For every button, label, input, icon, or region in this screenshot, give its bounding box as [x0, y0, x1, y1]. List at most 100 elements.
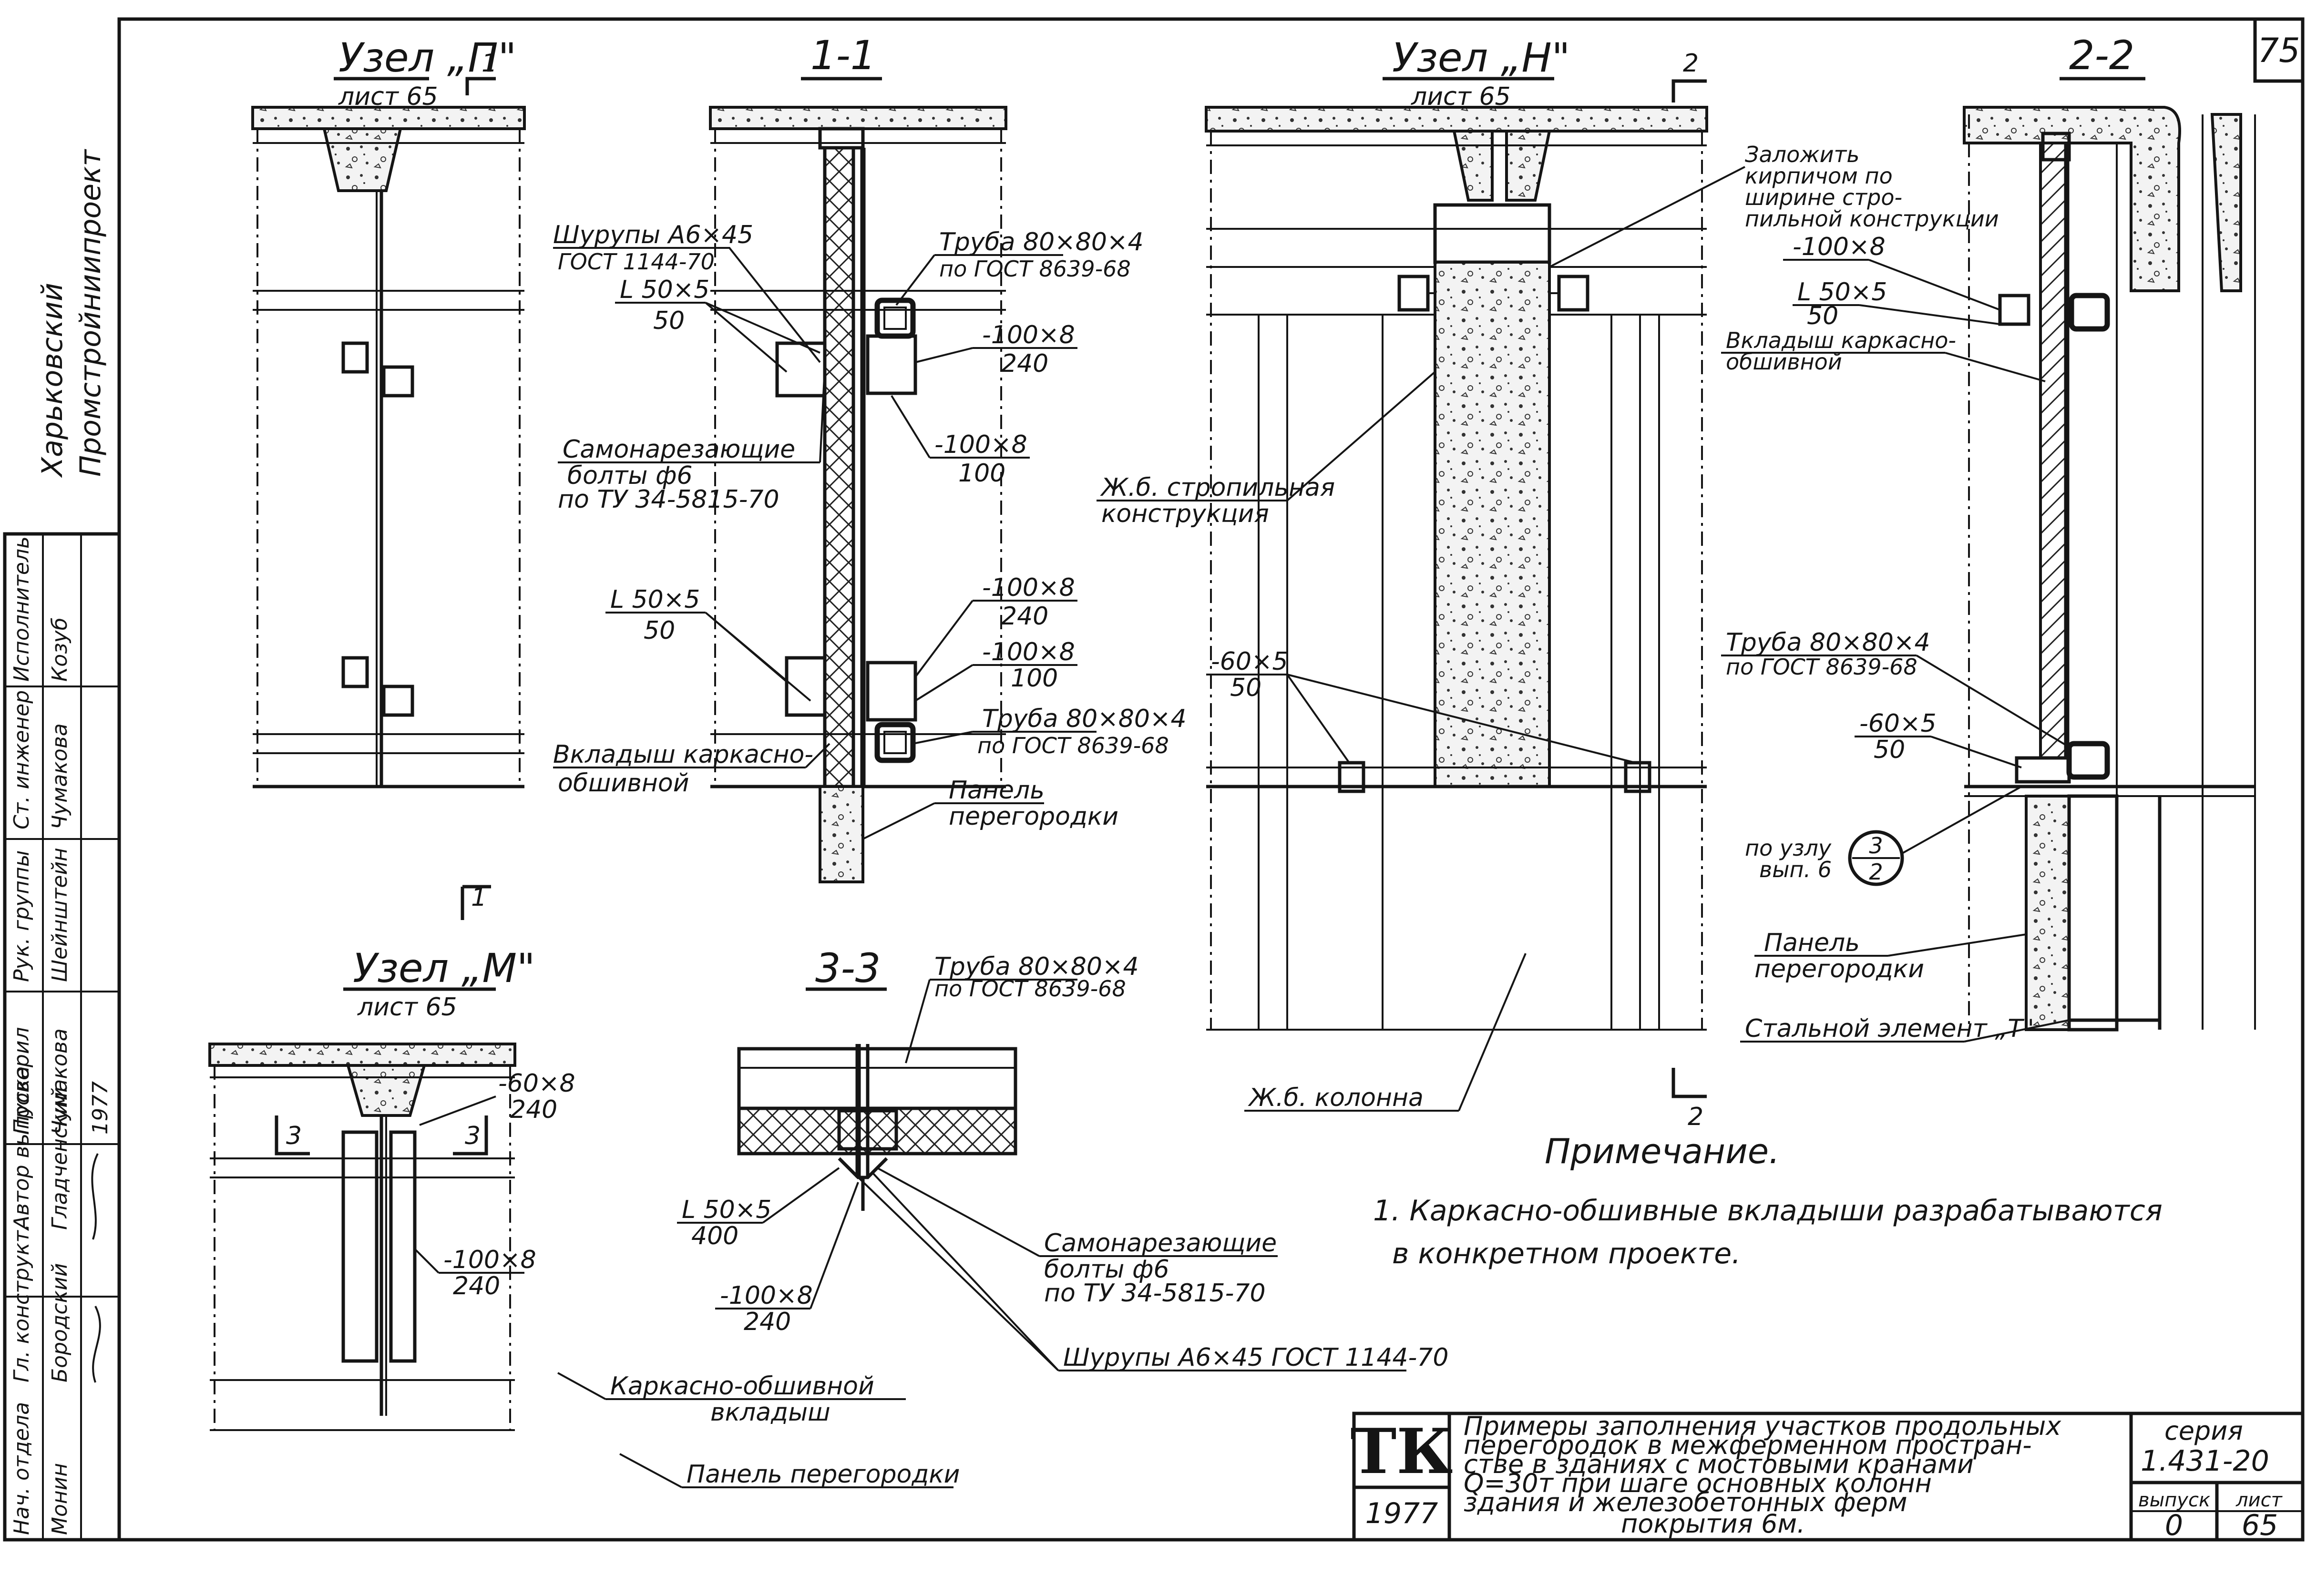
section-2-2-title: 2-2	[2069, 32, 2134, 79]
title-year: 1977	[1365, 1497, 1438, 1530]
ref-label: по узлу	[1745, 835, 1832, 861]
plate-c-len: 240	[1001, 602, 1048, 631]
insert-label-2: обшивной	[558, 769, 689, 798]
brick-label-4: пильной конструкции	[1745, 206, 1999, 232]
tube-bot-label: Труба 80×80×4	[982, 705, 1187, 733]
angle-3-label: L 50×5	[682, 1196, 771, 1224]
plate-m-top-label: -60×8	[498, 1069, 575, 1098]
node-n-view: Узел „Н" лист 65 2 Заложить кирпичом по	[1097, 34, 1999, 1131]
tube-top-label: Труба 80×80×4	[939, 228, 1144, 256]
node-n-title: Узел „Н"	[1392, 34, 1570, 81]
screws-label: Шурупы А6×45	[553, 221, 753, 249]
plate-b-len: 100	[958, 459, 1005, 488]
panel-2-label-2: перегородки	[1754, 955, 1924, 983]
plate-c-label: -100×8	[982, 573, 1075, 602]
tube-bot-gost: по ГОСТ 8639-68	[977, 733, 1169, 758]
plate-2-bot-label: -60×5	[1859, 709, 1937, 738]
title-logo: ТК	[1351, 1415, 1453, 1488]
insert-2-label-2: обшивной	[1726, 349, 1842, 375]
bolts-label-3: по ТУ 34-5815-70	[558, 485, 779, 514]
title-line-6: покрытия 6м.	[1621, 1509, 1805, 1539]
node-m-cut-right: 3	[465, 1122, 481, 1150]
bolts-label-2: болты ф6	[567, 461, 693, 490]
insert-m-label-2: вкладыш	[710, 1398, 830, 1427]
panel-2-label: Панель	[1764, 929, 1860, 957]
issue-value: 0	[2165, 1509, 2183, 1542]
plate-a-len: 240	[1001, 349, 1048, 378]
stamp-name-2: Бородский	[48, 1263, 72, 1382]
column-n	[1434, 261, 1551, 788]
tube-2-label: Труба 80×80×4	[1726, 628, 1930, 657]
plate-d-len: 100	[1011, 664, 1058, 693]
notes-heading: Примечание.	[1545, 1131, 1780, 1171]
title-line-4: Q=30т при шаге основных колонн	[1464, 1468, 1932, 1498]
node-m-view: Узел „М" лист 65 3 3 -60×8 240 -100×8 24…	[208, 945, 960, 1489]
notes: Примечание. 1. Каркасно-обшивные вкладыш…	[1373, 1131, 2163, 1270]
stamp-role-3: Автор выпуска	[10, 1066, 34, 1231]
panel-label: Панель	[949, 776, 1045, 805]
tube-3-label: Труба 80×80×4	[934, 952, 1139, 981]
tube-bottom	[874, 722, 916, 763]
plate-m-top-len: 240	[510, 1095, 557, 1124]
tee-label: Стальной элемент „Т"	[1745, 1014, 2034, 1043]
angle-top-len: 50	[653, 307, 685, 335]
section-3-3-title: 3-3	[815, 945, 881, 992]
stamp-name-7: Чумакова	[48, 1028, 72, 1135]
stamp-role-7: Проверил	[10, 1027, 34, 1135]
ref-num: 3	[1869, 833, 1883, 859]
stamp-signatures	[91, 1153, 101, 1383]
section-1-1-view: 1-1 Шурупы А6×45 ГОСТ 1144-70 L 50×5 50 …	[553, 32, 1187, 883]
stamp-name-3: Гладченский	[48, 1087, 72, 1230]
screws-gost-label: ГОСТ 1144-70	[558, 249, 715, 275]
plate-2-bot-len: 50	[1874, 736, 1905, 764]
panel-m-label: Панель перегородки	[687, 1460, 960, 1489]
org-line-1: Харьковский	[36, 283, 69, 478]
tube-3-gost: по ГОСТ 8639-68	[934, 976, 1126, 1002]
angle-bot-len: 50	[644, 616, 675, 645]
plate-3-len: 240	[744, 1308, 791, 1336]
brick-label: Заложить	[1745, 142, 1859, 167]
sheet-label: лист	[2235, 1489, 2283, 1511]
insert-1-1	[823, 146, 855, 788]
notes-line-2: в конкретном проекте.	[1392, 1237, 1741, 1270]
node-p-cut-mark: 1	[482, 49, 497, 78]
bolts-3-label-2: болты ф6	[1044, 1255, 1169, 1284]
bolts-3-label-3: по ТУ 34-5815-70	[1044, 1279, 1266, 1308]
notes-line-1: 1. Каркасно-обшивные вкладыши разрабатыв…	[1373, 1194, 2163, 1228]
stamp-role-6: Исполнитель	[10, 536, 34, 682]
node-p-title: Узел „П"	[338, 34, 516, 81]
stamp-name-5: Чумакова	[48, 723, 72, 829]
section-2-2-view: 2-2 -100×8 L 50×5 50 Вкладыш каркасно- о…	[1721, 32, 2256, 1043]
brick-label-2: кирпичом по	[1745, 163, 1893, 189]
plate-3-label: -100×8	[720, 1281, 813, 1310]
plate-b-label: -100×8	[934, 430, 1027, 459]
column-label: Ж.б. колонна	[1248, 1084, 1424, 1112]
ref-label-2: вып. 6	[1759, 857, 1832, 882]
stamp-name-1: Монин	[48, 1463, 72, 1535]
brick-label-3: ширине стро-	[1745, 184, 1902, 210]
node-p-view: Узел „П" лист 65 1 1	[251, 34, 526, 920]
tube-top-gost: по ГОСТ 8639-68	[939, 256, 1131, 282]
angle-bot-label: L 50×5	[610, 585, 700, 614]
title-line-2: перегородок в межферменном простран-	[1464, 1430, 2032, 1460]
plate-m-mid-len: 240	[453, 1272, 500, 1300]
insert-label: Вкладыш каркасно-	[553, 740, 813, 769]
plate-n-label: -60×5	[1211, 647, 1288, 676]
slab	[251, 106, 526, 130]
section-3-3-view: 3-3 Труба 80×80×4 по ГОСТ 8639-68 L 50×5…	[677, 945, 1448, 1372]
node-m-title: Узел „М"	[353, 945, 535, 992]
stamp-name-6: Козуб	[48, 617, 72, 682]
insert-2-2	[2039, 142, 2068, 759]
angle-top-label: L 50×5	[620, 276, 709, 304]
stamp-name-4: Шейнштейн	[48, 848, 72, 982]
plate-2-top-label: -100×8	[1793, 233, 1886, 261]
title-line-1: Примеры заполнения участков продольных	[1464, 1411, 2061, 1441]
title-line-5: здания и железобетонных ферм	[1464, 1487, 1907, 1517]
plate-d-label: -100×8	[982, 638, 1075, 666]
stamp-role-5: Ст. инженер	[10, 690, 34, 829]
angle-2-len: 50	[1807, 302, 1838, 330]
stamp-role-4: Рук. группы	[10, 850, 34, 982]
stamp-date: 1977	[88, 1081, 113, 1135]
ref-den: 2	[1869, 859, 1883, 885]
tube-2-gost: по ГОСТ 8639-68	[1726, 654, 1917, 680]
